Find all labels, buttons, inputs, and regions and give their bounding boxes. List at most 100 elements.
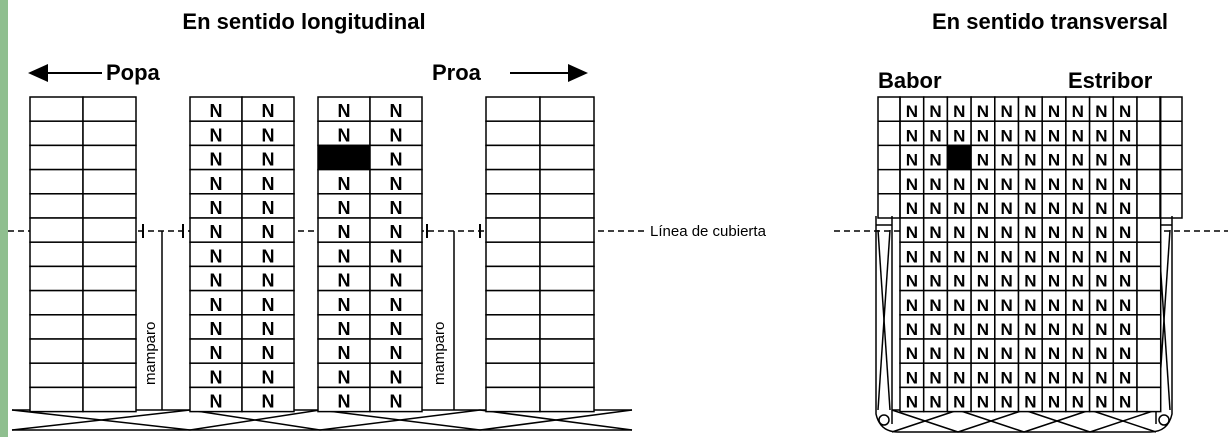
container-mark: N	[1072, 296, 1084, 315]
container-mark: N	[1001, 272, 1013, 291]
container-slot	[1136, 386, 1162, 413]
container-mark: N	[1001, 102, 1013, 121]
container-mark: N	[210, 101, 223, 121]
container-slot	[82, 168, 137, 195]
container-mark: N	[210, 319, 223, 339]
container-mark: N	[1095, 393, 1107, 412]
container-mark: N	[929, 102, 941, 121]
container-mark: N	[929, 223, 941, 242]
container-mark: N	[390, 174, 403, 194]
container-mark: N	[906, 151, 918, 170]
container-slot	[241, 265, 295, 292]
container-slot	[539, 120, 595, 147]
container-mark: N	[1072, 151, 1084, 170]
container-slot	[189, 120, 243, 147]
container-mark: N	[906, 247, 918, 266]
container-mark: N	[262, 343, 275, 363]
container-mark: N	[262, 101, 275, 121]
container-slot	[189, 386, 243, 413]
container-mark: N	[1024, 151, 1036, 170]
container-mark: N	[953, 223, 965, 242]
container-mark: N	[1048, 175, 1060, 194]
container-slot	[29, 96, 84, 122]
container-mark: N	[1024, 320, 1036, 339]
container-mark: N	[1095, 344, 1107, 363]
container-mark: N	[953, 320, 965, 339]
container-mark: N	[1001, 320, 1013, 339]
container-mark: N	[1072, 126, 1084, 145]
container-mark: N	[929, 296, 941, 315]
container-slot	[189, 144, 243, 171]
container-mark: N	[1001, 223, 1013, 242]
container-slot	[485, 386, 541, 413]
container-mark: N	[1001, 199, 1013, 218]
container-mark: N	[390, 125, 403, 145]
container-mark: N	[1048, 126, 1060, 145]
container-mark: N	[953, 393, 965, 412]
accent-strip	[0, 0, 8, 437]
container-mark: N	[262, 222, 275, 242]
container-slot	[29, 314, 84, 340]
container-mark: N	[1024, 223, 1036, 242]
container-mark: N	[929, 368, 941, 387]
container-mark: N	[977, 296, 989, 315]
container-mark: N	[1048, 320, 1060, 339]
container-slot	[82, 386, 137, 413]
container-mark: N	[1119, 344, 1131, 363]
container-slot	[877, 96, 901, 219]
container-mark: N	[262, 150, 275, 170]
container-mark: N	[338, 222, 351, 242]
container-mark: N	[1119, 320, 1131, 339]
container-slot	[369, 144, 423, 171]
container-slot	[82, 120, 137, 147]
container-slot	[369, 265, 423, 292]
container-slot	[1136, 362, 1162, 389]
container-mark: N	[906, 126, 918, 145]
container-mark: N	[1048, 199, 1060, 218]
container-mark: N	[1048, 344, 1060, 363]
container-mark: N	[1095, 126, 1107, 145]
container-slot	[29, 168, 84, 195]
container-mark: N	[953, 247, 965, 266]
container-slot	[82, 289, 137, 316]
container-mark: N	[929, 247, 941, 266]
container-slot	[29, 338, 84, 364]
container-mark: N	[210, 271, 223, 291]
container-mark: N	[262, 125, 275, 145]
container-mark: N	[1072, 368, 1084, 387]
container-slot	[82, 241, 137, 268]
container-slot-highlighted	[317, 144, 371, 171]
container-mark: N	[390, 392, 403, 412]
container-mark: N	[1072, 199, 1084, 218]
container-mark: N	[1095, 102, 1107, 121]
container-mark: N	[210, 150, 223, 170]
container-mark: N	[338, 174, 351, 194]
container-mark: N	[262, 271, 275, 291]
container-slot	[82, 314, 137, 340]
container-mark: N	[1001, 151, 1013, 170]
container-mark: N	[390, 319, 403, 339]
container-slot	[1136, 144, 1162, 171]
container-slot	[539, 362, 595, 389]
container-mark: N	[953, 344, 965, 363]
container-mark: N	[210, 367, 223, 387]
container-slot	[82, 338, 137, 364]
container-mark: N	[1048, 102, 1060, 121]
container-slot	[539, 144, 595, 171]
container-mark: N	[1024, 199, 1036, 218]
container-mark: N	[953, 102, 965, 121]
container-mark: N	[953, 296, 965, 315]
container-mark: N	[977, 223, 989, 242]
container-mark: N	[1072, 272, 1084, 291]
container-mark: N	[1024, 126, 1036, 145]
container-slot	[189, 168, 243, 195]
container-mark: N	[1119, 199, 1131, 218]
container-mark: N	[210, 295, 223, 315]
container-slot	[29, 289, 84, 316]
container-mark: N	[1024, 344, 1036, 363]
container-mark: N	[1048, 272, 1060, 291]
container-mark: N	[953, 368, 965, 387]
